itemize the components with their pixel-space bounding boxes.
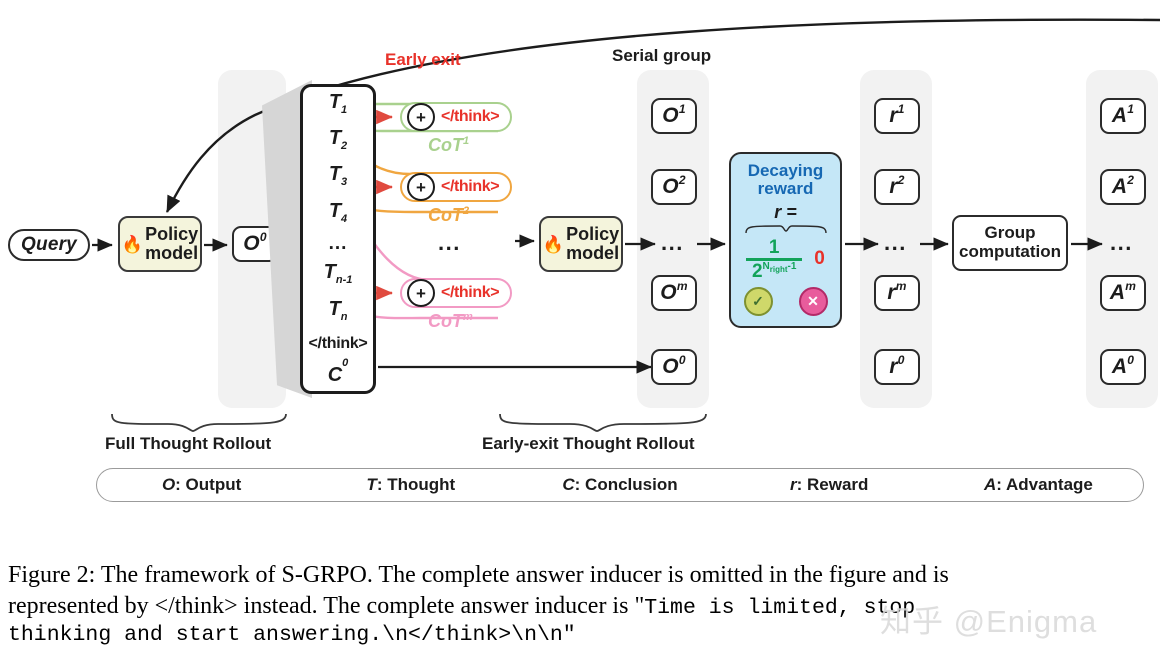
cot-label-1: CoT1	[428, 135, 470, 155]
check-circle-icon: ✓	[743, 286, 773, 316]
caption-line-2: represented by </think> instead. The com…	[8, 592, 916, 620]
think-close-tag: </think>	[441, 178, 500, 195]
early-exit-capsule-1[interactable]: + </think>	[400, 102, 512, 132]
serial-group-label: Serial group	[612, 46, 712, 65]
thought-item: Tn-1	[323, 261, 353, 287]
thought-item: T2	[328, 127, 348, 153]
reward-zero-value: 0	[814, 248, 825, 270]
early-exit-ellipsis: ...	[438, 230, 461, 255]
early-exit-label: Early exit	[385, 50, 461, 69]
reward-fraction: 1 2Nright-1	[746, 236, 803, 282]
think-close-tag: </think>	[441, 284, 500, 301]
reward-values-row: 1 2Nright-1 0	[746, 238, 825, 281]
plus-circle-icon: +	[407, 279, 435, 307]
zhihu-watermark: 知乎 @Enigma	[880, 604, 1098, 639]
early-exit-capsule-m[interactable]: + </think>	[400, 278, 512, 308]
caption-line-3: thinking and start answering.\n</think>\…	[8, 623, 576, 648]
fire-emoji-icon: 🔥	[542, 234, 565, 254]
fire-emoji-icon: 🔥	[121, 234, 144, 254]
reward-outcome-icons: ✓ ✕	[743, 286, 828, 316]
fraction-bar	[746, 257, 803, 261]
figure-caption: Figure 2: The framework of S-GRPO. The c…	[8, 560, 1166, 650]
full-thought-stack: T1 T2 T3 T4 ... Tn-1 Tn </think> C0	[300, 84, 376, 394]
think-close-tag: </think>	[308, 334, 368, 352]
reward-equation-label: r =	[774, 201, 797, 222]
plus-circle-icon: +	[407, 103, 435, 131]
fraction-numerator: 1	[768, 236, 780, 258]
fraction-denominator: 2Nright-1	[751, 260, 797, 282]
full-thought-rollout-label: Full Thought Rollout	[105, 434, 272, 453]
thought-item: T1	[328, 91, 348, 116]
cot-label-m: CoTm	[428, 311, 473, 331]
symbol-legend: O: Output T: Thought C: Conclusion r: Re…	[96, 468, 1144, 502]
thought-item: Tn	[328, 297, 348, 323]
serial-output-ellipsis: ...	[661, 230, 684, 255]
reward-ellipsis: ...	[884, 230, 907, 255]
legend-item-output: O: Output	[161, 475, 242, 494]
thought-item: T4	[328, 199, 348, 225]
thought-item: T3	[328, 163, 348, 189]
reward-brace-icon	[744, 224, 827, 233]
caption-line-1: Figure 2: The framework of S-GRPO. The c…	[8, 562, 949, 588]
early-exit-rollout-label: Early-exit Thought Rollout	[482, 434, 695, 453]
cot-label-2: CoT2	[428, 205, 470, 225]
cross-circle-icon: ✕	[798, 286, 828, 316]
query-box[interactable]: Query	[8, 229, 90, 261]
conclusion-item: C0	[327, 357, 349, 386]
legend-item-thought: T: Thought	[366, 475, 456, 494]
early-exit-capsule-2[interactable]: + </think>	[400, 172, 512, 202]
legend-item-advantage: A: Advantage	[983, 475, 1093, 494]
think-close-tag: </think>	[441, 108, 500, 125]
thought-ellipsis: ...	[328, 232, 348, 254]
legend-item-conclusion: C: Conclusion	[562, 475, 678, 494]
legend-item-reward: r: Reward	[790, 475, 869, 494]
plus-circle-icon: +	[407, 173, 435, 201]
advantage-ellipsis: ...	[1110, 230, 1133, 255]
